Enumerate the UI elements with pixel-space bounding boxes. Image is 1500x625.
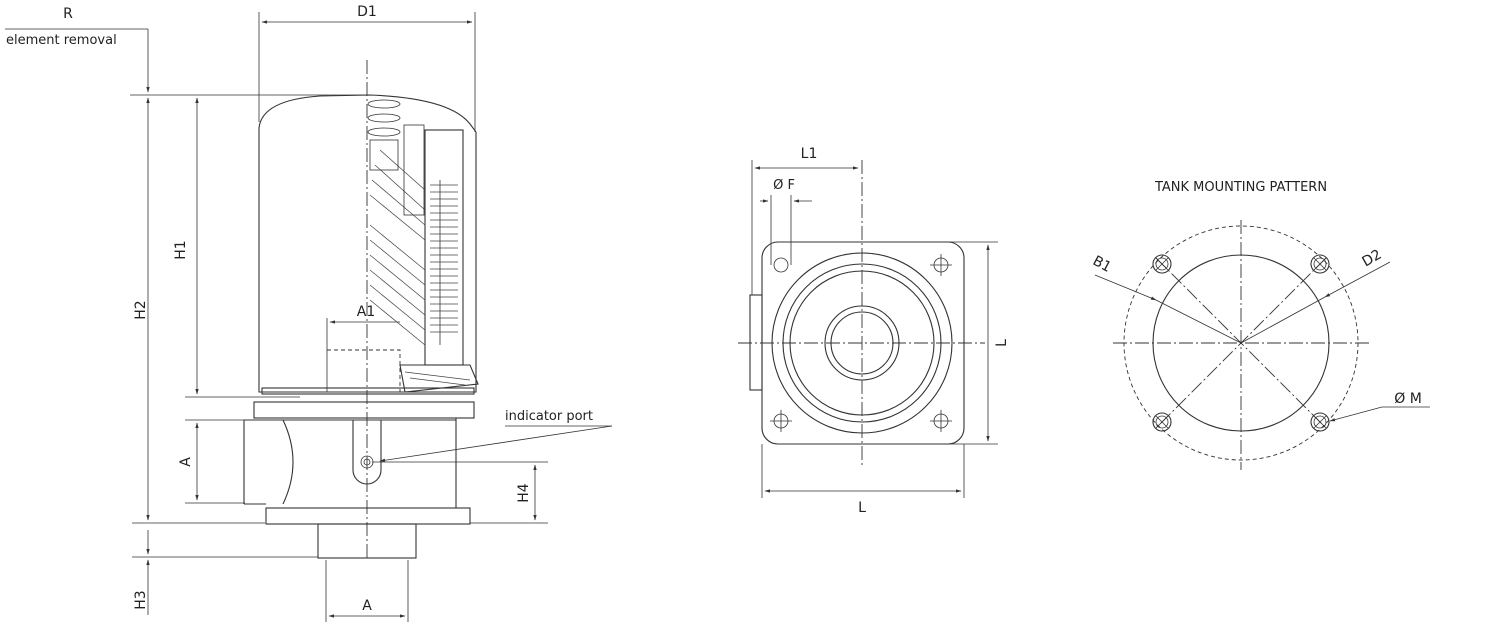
label-h1: H1 — [173, 240, 189, 259]
indicator-port-callout: indicator port — [379, 409, 613, 462]
label-b1: B1 — [1090, 253, 1114, 276]
a-side-dimension: A — [178, 419, 245, 504]
m-dimension: Ø M — [1329, 391, 1430, 422]
l-bottom-dimension: L — [761, 444, 965, 516]
label-a-bottom: A — [362, 598, 372, 614]
label-l1: L1 — [801, 146, 818, 162]
label-r: R — [63, 6, 73, 22]
tank-mounting-pattern: TANK MOUNTING PATTERN B1 D2 — [1090, 180, 1430, 470]
h2-dimension: H2 — [132, 97, 265, 524]
label-l-right: L — [994, 339, 1010, 347]
a1-dimension: A1 — [326, 304, 400, 392]
l-right-dimension: L — [945, 241, 1010, 445]
label-f: Ø F — [773, 178, 795, 193]
flange-body — [738, 160, 985, 465]
side-view: R element removal D1 H2 H1 — [5, 4, 613, 622]
bolt-holes — [1152, 254, 1330, 432]
label-a-side: A — [178, 457, 194, 467]
h1-dimension: H1 — [173, 97, 300, 398]
top-view: L1 Ø F — [738, 146, 1010, 516]
b1-dimension: B1 — [1090, 253, 1242, 344]
label-element-removal: element removal — [6, 33, 117, 48]
l1-dimension: L1 — [751, 146, 859, 295]
label-h3: H3 — [133, 590, 149, 609]
filter-head — [243, 401, 475, 559]
a-bottom-dimension: A — [325, 560, 409, 622]
tank-title: TANK MOUNTING PATTERN — [1154, 180, 1327, 195]
filter-bowl — [258, 60, 479, 560]
d1-dimension: D1 — [258, 4, 476, 132]
label-h2: H2 — [133, 300, 149, 319]
h3-dimension: H3 — [132, 530, 318, 615]
d2-dimension: D2 — [1240, 247, 1391, 344]
label-m: Ø M — [1394, 391, 1422, 407]
f-dimension: Ø F — [760, 178, 812, 265]
label-indicator-port: indicator port — [505, 409, 593, 424]
h4-dimension: H4 — [372, 461, 548, 524]
label-a1: A1 — [357, 304, 375, 320]
r-dimension: R element removal — [5, 6, 370, 96]
label-h4: H4 — [516, 483, 532, 503]
label-l-bottom: L — [858, 500, 866, 516]
label-d1: D1 — [357, 4, 377, 20]
